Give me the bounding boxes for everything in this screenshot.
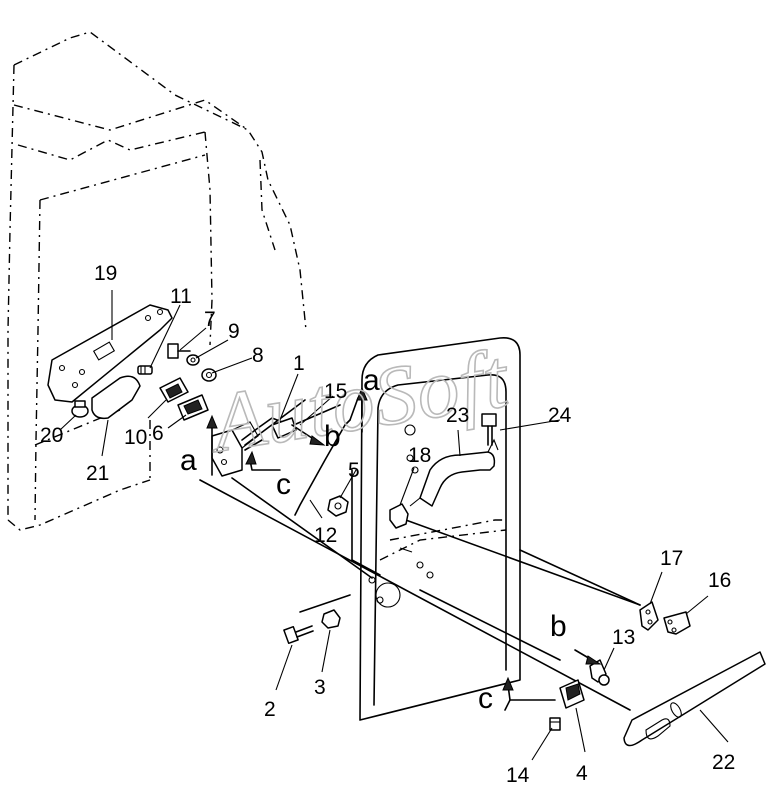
callout-numbers: 19 11 7 9 8 1 15 10 6 20 21 5 12 18 23 2… [40,262,735,787]
callout-1: 1 [293,352,305,375]
outer-cover-plate-22 [623,651,766,747]
callout-10: 10 [124,426,147,449]
assembly-leader-lines [199,469,641,711]
bolt-7 [167,343,191,359]
callout-13: 13 [612,626,635,649]
letter-c-bottom: c [478,682,493,715]
bolt-2 [283,625,314,645]
callout-12: 12 [314,524,337,547]
callout-19: 19 [94,262,117,285]
callout-leaders [59,290,729,761]
rod-12 [294,397,359,516]
bracket-16 [663,611,691,635]
latch-6 [177,394,209,421]
callout-8: 8 [252,344,264,367]
inner-cover-plate-19 [47,304,173,403]
screw-11 [137,365,153,375]
striker-plate-17 [639,601,659,631]
lock-4 [559,679,585,709]
callout-18: 18 [408,444,431,467]
callout-21: 21 [86,462,109,485]
callout-4: 4 [576,762,588,785]
pin-13 [589,659,610,686]
nut-5 [327,495,349,517]
letter-a-top: a [363,364,380,397]
connection-arrows [206,386,602,711]
callout-6: 6 [152,422,164,445]
screw-14 [549,717,561,731]
washer-9 [186,354,200,366]
callout-5: 5 [348,459,360,482]
callout-7: 7 [204,308,216,331]
letter-a-left: a [180,444,197,477]
connection-letters: a a b b c c [180,364,567,715]
rod-1 [244,399,306,446]
watermark-text: AutoSoft [201,332,516,471]
callout-22: 22 [712,751,735,774]
callout-11: 11 [170,285,192,308]
callout-24: 24 [548,404,572,427]
knob-20 [71,400,89,418]
cover-21 [91,375,141,420]
letter-b-right: b [550,610,567,643]
letter-b-mid: b [324,420,341,453]
callout-2: 2 [264,698,276,721]
callout-20: 20 [40,424,63,447]
callout-15: 15 [324,380,347,403]
bracket-10 [159,377,189,403]
callout-17: 17 [660,547,683,570]
door-frame [359,337,521,721]
washer-8 [201,368,217,382]
bolt-24 [481,413,497,446]
nut-3 [321,609,341,629]
letter-c-mid: c [276,468,291,501]
grab-handle-23 [409,438,499,507]
callout-16: 16 [708,569,731,592]
cab-body-outline [7,31,307,531]
callout-14: 14 [506,764,530,787]
link-15 [271,404,341,439]
spacer-18 [389,503,409,529]
callout-23: 23 [446,404,469,427]
callout-3: 3 [314,676,326,699]
callout-9: 9 [228,320,240,343]
